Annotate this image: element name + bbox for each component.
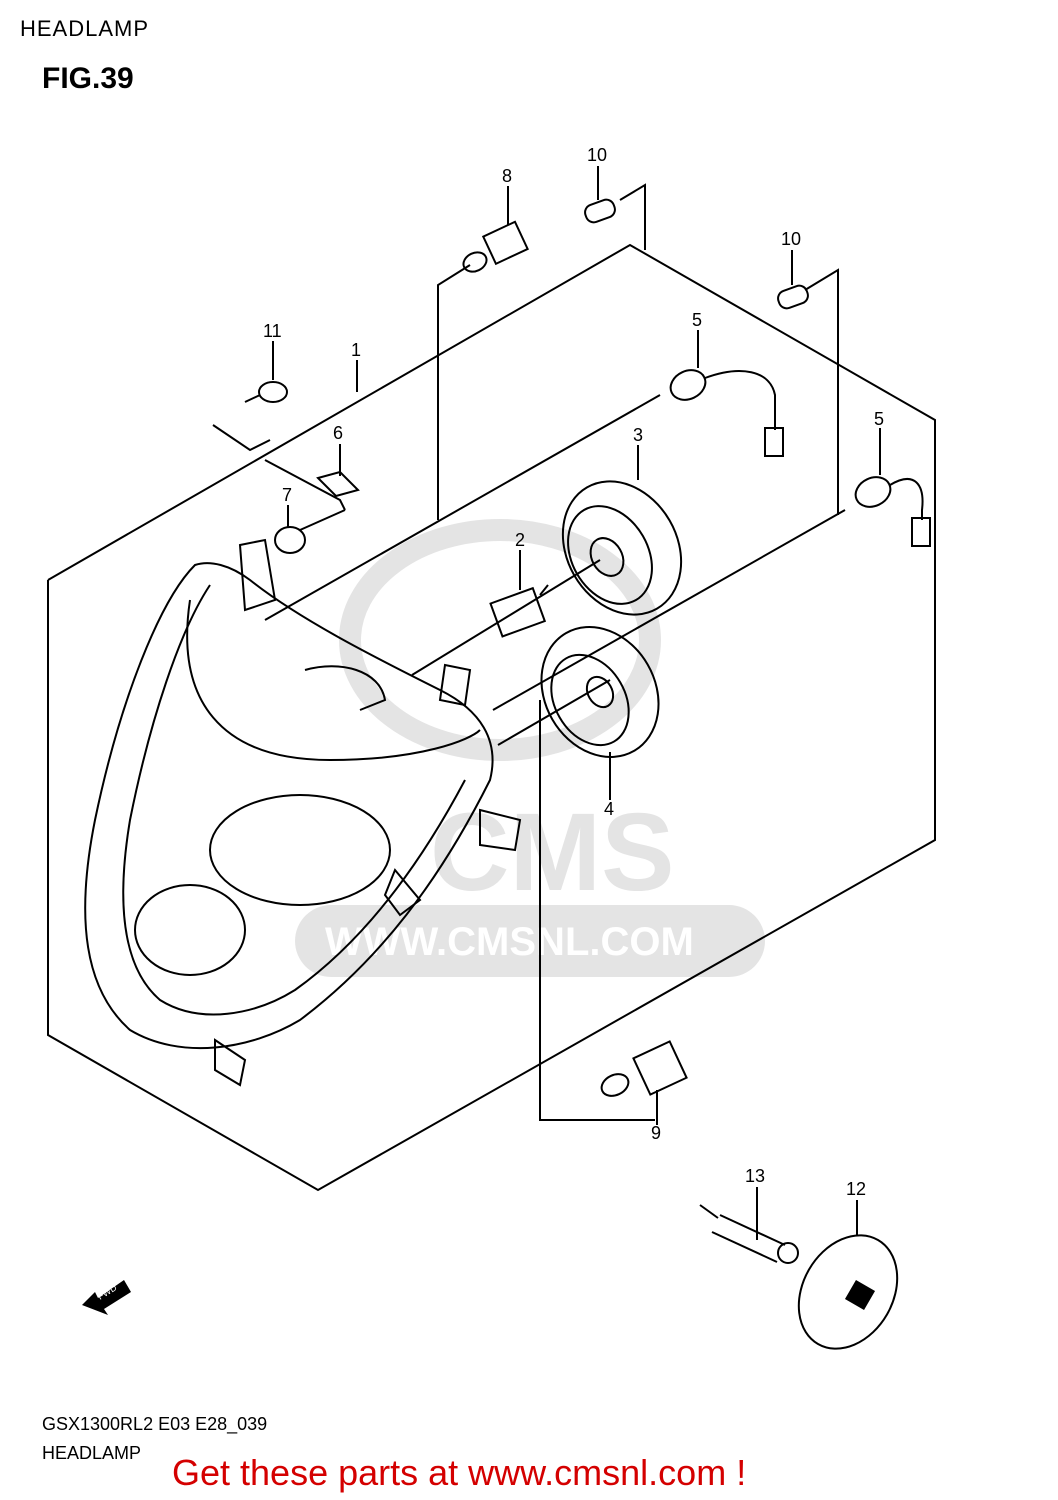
part-12-reflector [797, 1234, 899, 1350]
page-header-title: HEADLAMP [20, 16, 150, 41]
guide-line-11 [212, 424, 271, 452]
guide-line-9 [539, 1075, 655, 1121]
part-9-bulb [600, 1040, 688, 1097]
part-6-label [316, 470, 360, 498]
callout-2: 2 [515, 530, 525, 550]
guide-line-7 [299, 509, 346, 531]
callout-4: 4 [604, 799, 614, 819]
part-13-spacer [699, 1204, 799, 1264]
callout-3: 3 [633, 425, 643, 445]
assembly-outline [47, 243, 936, 1192]
watermark-brand: CMS [430, 791, 674, 914]
callout-11: 11 [263, 321, 282, 341]
part-10-bulb-upper [584, 198, 616, 224]
callout-7: 7 [282, 485, 292, 505]
guide-line-10b [804, 268, 839, 360]
callout-8: 8 [502, 166, 512, 186]
callout-1: 1 [351, 340, 361, 360]
guide-line-8 [437, 264, 471, 520]
buy-parts-link[interactable]: Get these parts at www.cmsnl.com ! [172, 1452, 747, 1493]
callout-9: 9 [651, 1123, 661, 1143]
figure-number: FIG.39 [42, 62, 134, 95]
watermark: CMS WWW.CMSNL.COM [295, 519, 765, 977]
diagram-name: HEADLAMP [42, 1443, 142, 1463]
guide-line-4 [497, 679, 611, 746]
callout-5-upper: 5 [692, 310, 702, 330]
part-11-screw [244, 381, 288, 403]
part-7-grommet [274, 526, 306, 554]
guide-line-10a [619, 183, 646, 250]
part-10-bulb-lower [777, 284, 809, 310]
guide-line-2 [411, 559, 601, 676]
part-8-bulb [462, 220, 529, 273]
guide-line-6 [264, 459, 346, 511]
part-2-socket [489, 584, 549, 638]
callout-12: 12 [846, 1179, 866, 1199]
part-3-reflector [561, 480, 683, 616]
headlamp-housing [84, 538, 522, 1087]
part-5-socket-lower [854, 476, 931, 547]
callout-10-upper: 10 [587, 145, 607, 165]
callout-13: 13 [745, 1166, 765, 1186]
callout-6: 6 [333, 423, 343, 443]
fwd-arrow: FWD [82, 1280, 131, 1315]
guide-line-5b [492, 509, 846, 711]
watermark-url: WWW.CMSNL.COM [325, 920, 694, 964]
part-5-socket-upper [669, 369, 784, 457]
callout-5-lower: 5 [874, 409, 884, 429]
diagram-code: GSX1300RL2 E03 E28_039 [42, 1414, 268, 1434]
guide-line-5a [264, 394, 661, 621]
callout-10-lower: 10 [781, 229, 801, 249]
part-4-reflector [540, 626, 660, 758]
